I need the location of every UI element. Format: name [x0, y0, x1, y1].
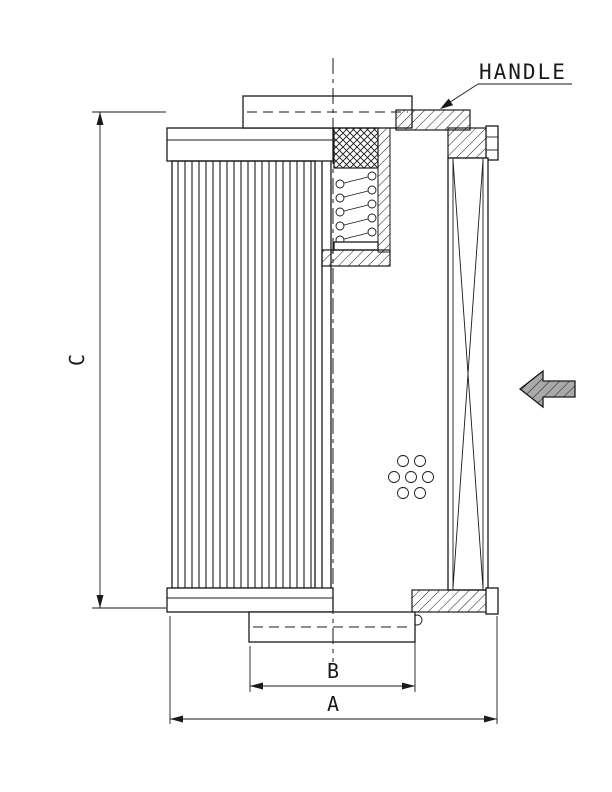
dim-b-label: B	[327, 659, 339, 683]
dimension-a: A	[169, 616, 498, 724]
drain-holes	[388, 455, 434, 499]
bottom-end-cap	[166, 587, 334, 613]
shell-bottom-rim	[485, 587, 499, 615]
spring-coil	[335, 171, 377, 245]
valve-guide-wall	[377, 127, 391, 253]
filter-body	[166, 127, 334, 613]
shell-bottom-ring	[411, 589, 489, 613]
handle-callout: HANDLE	[440, 60, 572, 109]
shell-top-ring	[447, 127, 489, 159]
pleated-media	[171, 160, 332, 589]
handle-leader-arrowhead-icon	[440, 98, 454, 109]
top-cap-boss	[242, 95, 413, 129]
bypass-valve-assembly	[321, 127, 391, 267]
outer-shell	[395, 109, 499, 626]
dim-c-label: C	[65, 354, 89, 366]
dimension-b: B	[249, 622, 416, 692]
shell-top-rim	[485, 125, 499, 161]
handle-label: HANDLE	[479, 60, 567, 84]
valve-seat-block	[333, 127, 379, 169]
spring-retainer	[321, 249, 391, 267]
dim-a-label: A	[327, 692, 339, 716]
support-mesh-tube	[447, 157, 489, 591]
flow-direction-arrow-icon	[518, 369, 576, 409]
top-end-cap	[166, 127, 334, 162]
dimension-c: C	[65, 111, 166, 609]
spring-retainer-step	[333, 241, 379, 251]
bottom-cap-boss	[248, 611, 416, 643]
handle-section	[395, 109, 471, 131]
